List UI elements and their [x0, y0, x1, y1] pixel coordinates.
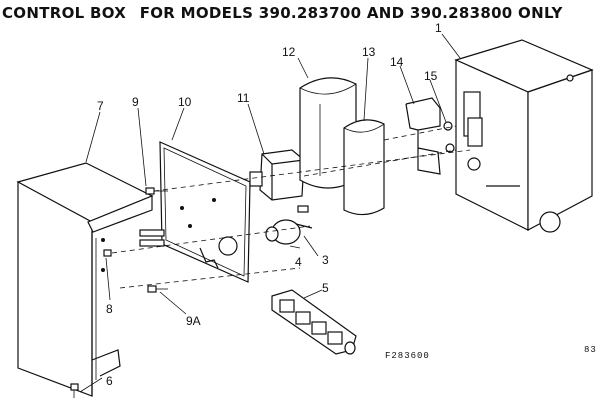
part-10-mounting-plate	[139, 141, 251, 283]
part-4-switch	[265, 205, 313, 245]
figure-code: F283600	[385, 351, 430, 361]
page-mark: 83	[584, 345, 597, 355]
callout-3: 3	[322, 253, 329, 267]
title-prefix: CONTROL BOX	[2, 4, 127, 22]
part-1-housing	[454, 39, 594, 233]
callout-7: 7	[97, 99, 104, 113]
title-text: FOR MODELS 390.283700 AND 390.283800 ONL…	[139, 4, 563, 22]
part-15-nuts	[443, 121, 455, 153]
callout-labels: 1 3 4 5 6 7 8 9 9A 10 11 12 13 14 15	[97, 21, 442, 388]
callout-11: 11	[237, 91, 250, 105]
part-5-terminal-block	[271, 289, 357, 355]
part-11-relay	[249, 149, 305, 201]
leader-lines	[79, 33, 461, 393]
callout-14: 14	[390, 55, 404, 69]
callout-10: 10	[178, 95, 192, 109]
diagram-title: CONTROL BOX FOR MODELS 390.283700 AND 39…	[2, 4, 571, 22]
callout-8: 8	[106, 302, 113, 316]
part-6-screw	[70, 383, 79, 398]
part-8-screw	[103, 249, 112, 257]
part-13-capacitor	[343, 119, 385, 216]
assembly-lines	[111, 125, 471, 289]
callout-15: 15	[424, 69, 438, 83]
callout-6: 6	[106, 374, 113, 388]
part-14-strap	[405, 97, 441, 175]
callout-4: 4	[295, 255, 302, 269]
part-7-cover	[16, 162, 154, 397]
callout-5: 5	[322, 281, 329, 295]
callout-12: 12	[282, 45, 296, 59]
part-9a-screw	[147, 285, 168, 293]
callout-9a: 9A	[186, 314, 201, 328]
callout-1: 1	[435, 21, 442, 35]
callout-9: 9	[132, 95, 139, 109]
callout-13: 13	[362, 45, 376, 59]
